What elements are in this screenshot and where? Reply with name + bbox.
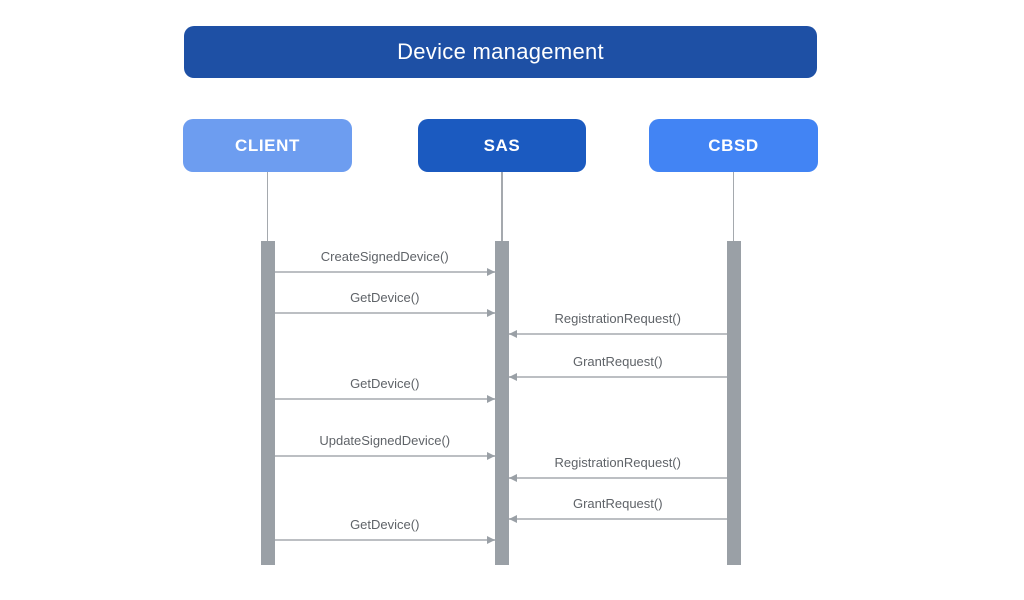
actor-box-client: CLIENT — [183, 119, 352, 172]
message-arrow-getdevice — [274, 398, 495, 400]
activation-bar-sas — [495, 241, 509, 565]
arrowhead-right-icon — [487, 268, 495, 276]
message-arrow-createsigneddevice — [274, 271, 495, 273]
diagram-title: Device management — [397, 39, 604, 64]
message-label-getdevice: GetDevice() — [350, 290, 420, 305]
actor-label-client: CLIENT — [235, 135, 300, 155]
arrowhead-left-icon — [509, 373, 517, 381]
message-arrow-grantrequest — [509, 376, 727, 378]
message-label-grantrequest: GrantRequest() — [572, 496, 663, 511]
message-arrow-updatesigneddevice — [274, 455, 495, 457]
message-label-getdevice: GetDevice() — [350, 376, 420, 391]
arrowhead-right-icon — [487, 309, 495, 317]
message-label-updatesigneddevice: UpdateSignedDevice() — [319, 433, 451, 448]
message-arrow-getdevice — [274, 539, 495, 541]
actor-box-cbsd: CBSD — [649, 119, 818, 172]
message-label-grantrequest: GrantRequest() — [572, 354, 663, 369]
message-arrow-grantrequest — [509, 518, 727, 520]
activation-bar-cbsd — [726, 241, 741, 565]
arrowhead-right-icon — [487, 536, 495, 544]
lifeline-client — [266, 172, 269, 241]
activation-bar-client — [260, 241, 275, 565]
message-label-registrationrequest: RegistrationRequest() — [554, 455, 681, 470]
message-arrow-registrationrequest — [509, 333, 727, 335]
arrowhead-right-icon — [487, 395, 495, 403]
message-arrow-registrationrequest — [509, 477, 727, 479]
lifeline-sas — [501, 172, 503, 241]
message-label-getdevice: GetDevice() — [350, 517, 420, 532]
arrowhead-right-icon — [487, 452, 495, 460]
message-label-registrationrequest: RegistrationRequest() — [554, 311, 681, 326]
message-arrow-getdevice — [274, 312, 495, 314]
arrowhead-left-icon — [509, 474, 517, 482]
arrowhead-left-icon — [509, 330, 517, 338]
diagram-title-banner: Device management — [184, 26, 817, 78]
actor-label-cbsd: CBSD — [708, 135, 759, 155]
actor-box-sas: SAS — [418, 119, 586, 172]
arrowhead-left-icon — [509, 515, 517, 523]
lifeline-cbsd — [732, 172, 735, 241]
message-label-createsigneddevice: CreateSignedDevice() — [320, 249, 449, 264]
actor-label-sas: SAS — [483, 135, 521, 155]
